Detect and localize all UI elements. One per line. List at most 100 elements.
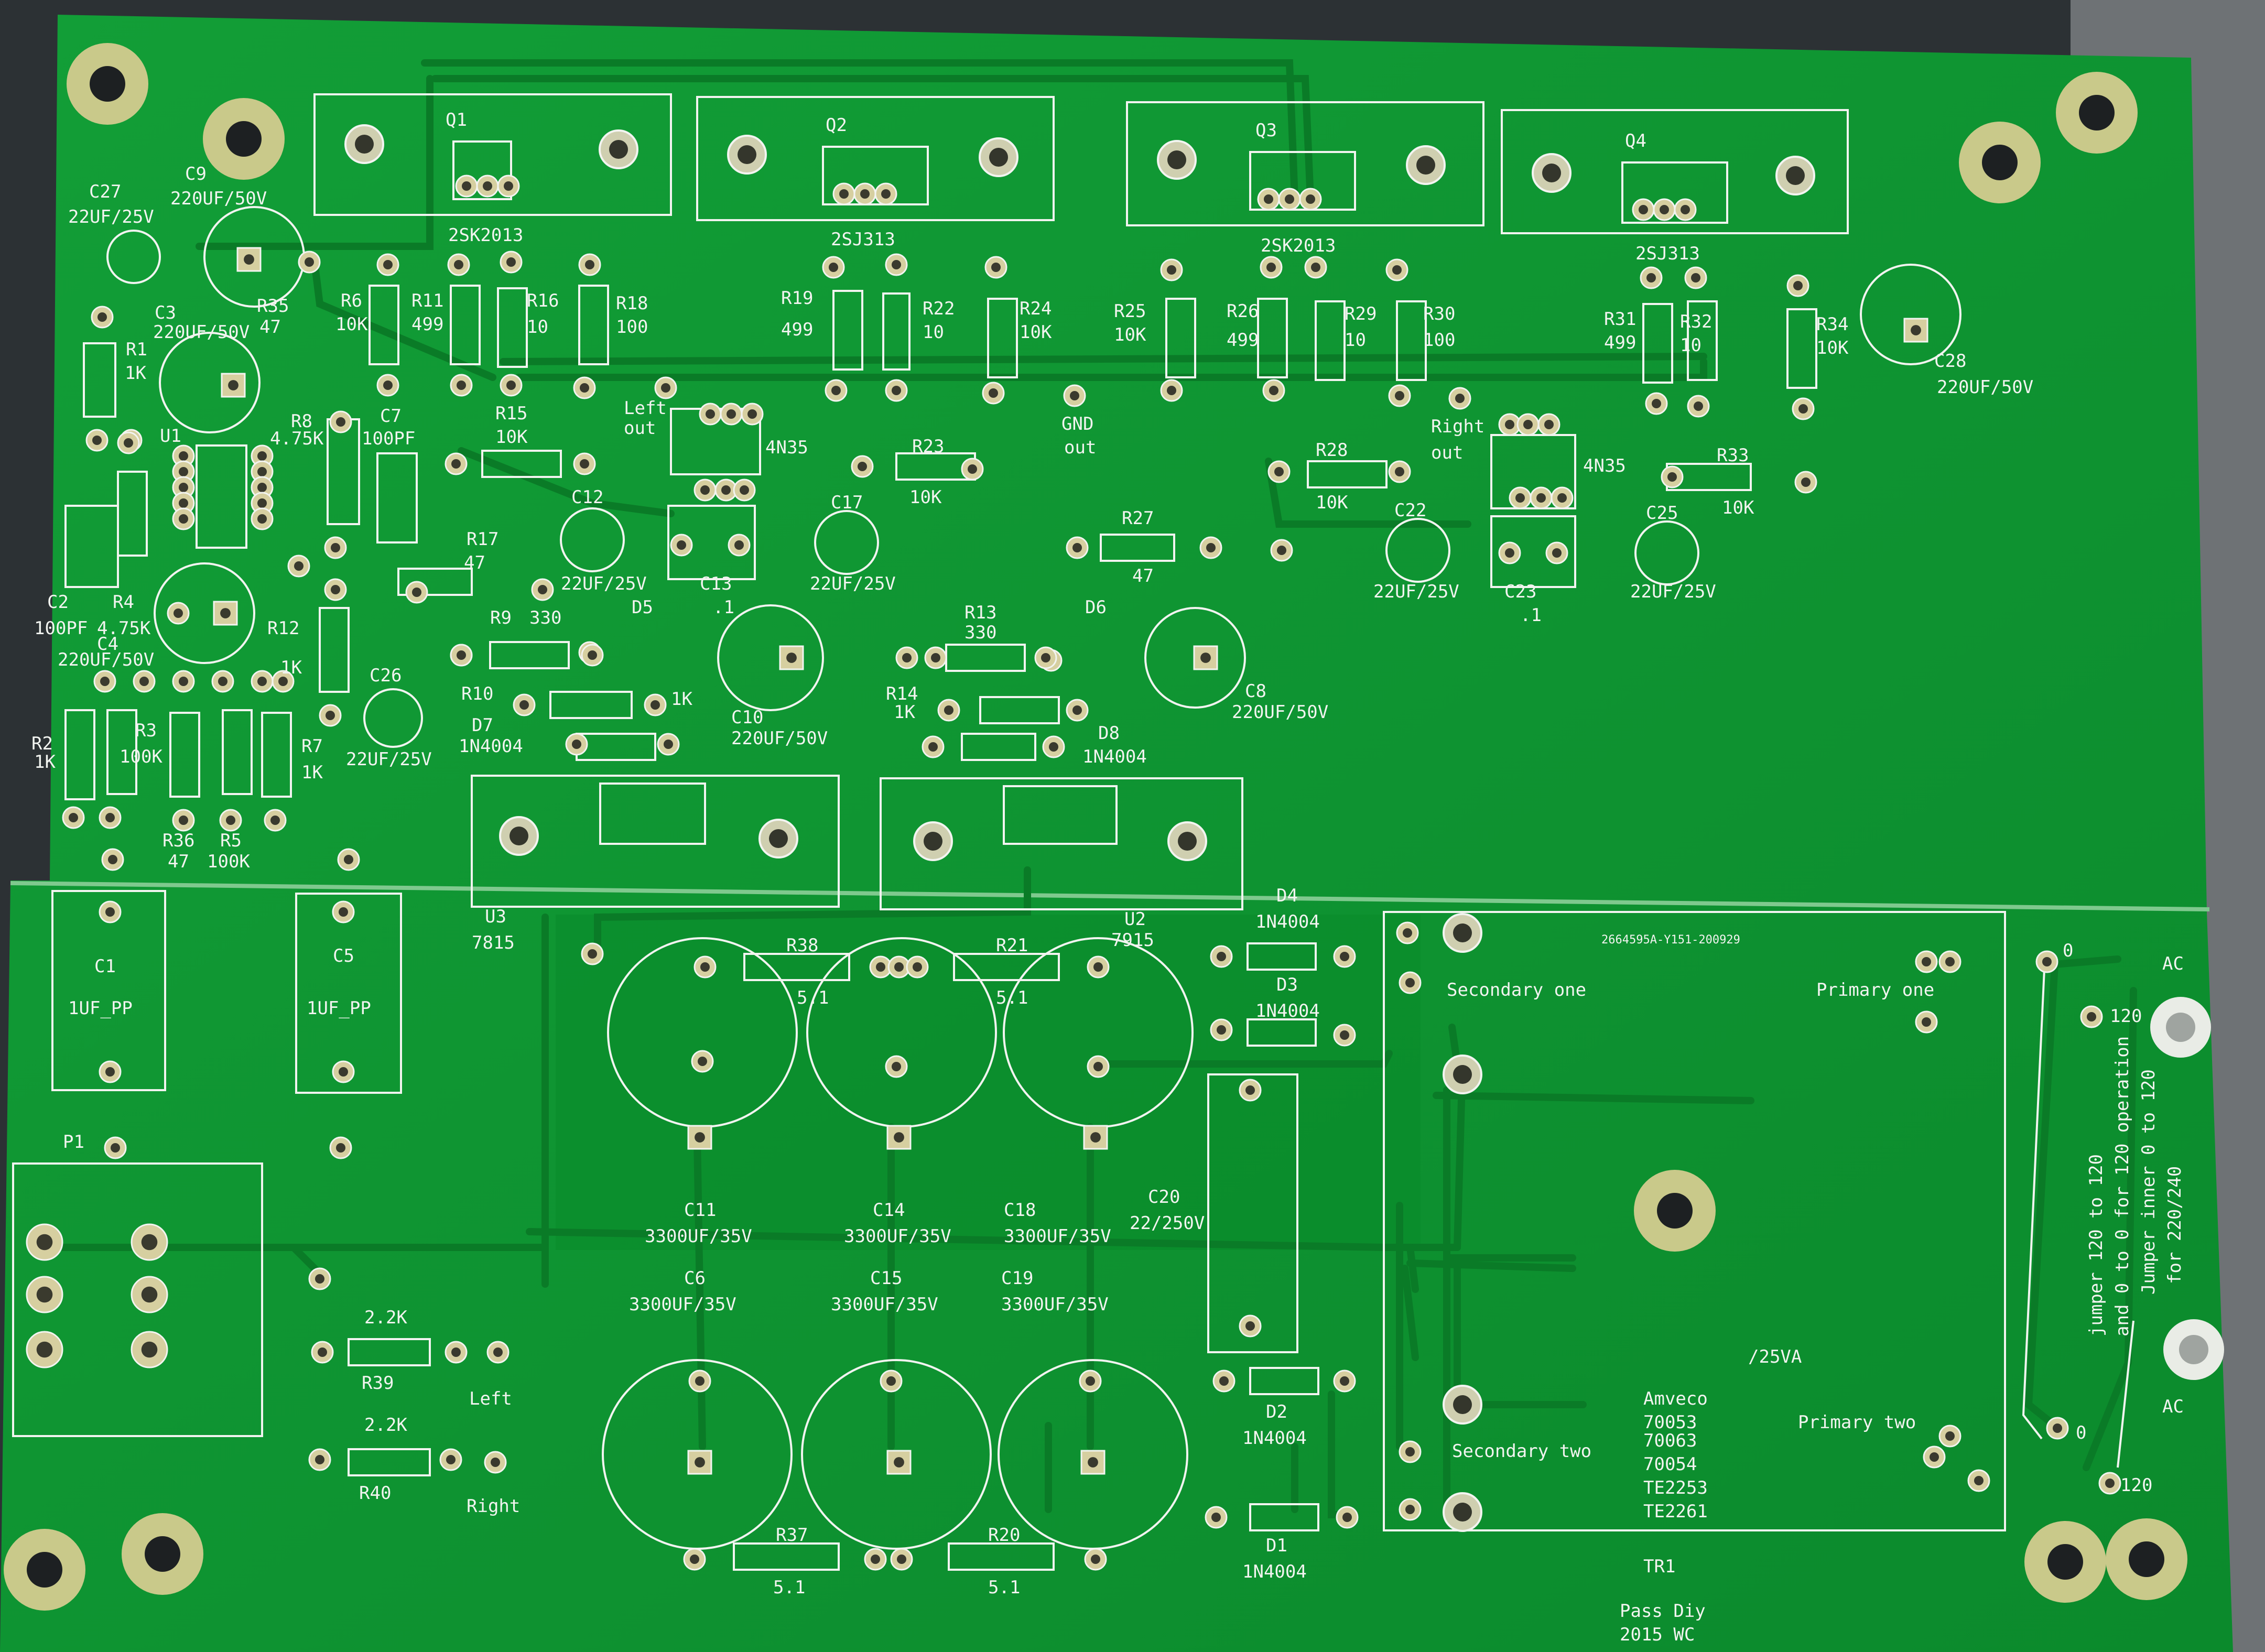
- silk-q4-type: 2SJ313: [1635, 243, 1700, 264]
- pad-hole: [968, 464, 977, 474]
- pad-hole: [124, 438, 133, 448]
- resistor-outline: [882, 292, 911, 371]
- transistor-body: [599, 782, 706, 845]
- pad-hole: [1639, 205, 1648, 214]
- mounting-hole: [226, 121, 262, 157]
- silk-label: .1: [713, 597, 734, 618]
- mains-tap-120-top: 120: [2110, 1006, 2142, 1027]
- pad-hole: [331, 543, 340, 552]
- pad-hole: [944, 705, 953, 715]
- pad-hole: [1311, 263, 1320, 272]
- pad-hole: [141, 1234, 158, 1251]
- silk-label: out: [1064, 437, 1096, 458]
- silk-label: 1K: [894, 702, 915, 723]
- bolt-hole: [924, 832, 942, 851]
- silk-label: 499: [1604, 332, 1636, 353]
- capacitor-outline: [1860, 264, 1961, 365]
- pad-hole: [506, 381, 516, 390]
- resistor-outline: [948, 1542, 1055, 1571]
- pad-hole: [1667, 472, 1677, 482]
- resistor-outline: [397, 568, 473, 596]
- capacitor-outline: [159, 332, 261, 433]
- resistor-outline: [1642, 303, 1673, 384]
- bolt-hole: [738, 145, 756, 164]
- silk-label: C11: [684, 1200, 716, 1221]
- pad-hole: [331, 585, 340, 594]
- resistor-outline: [261, 712, 292, 798]
- silk-label: 47: [464, 552, 485, 573]
- pad-hole: [786, 653, 797, 663]
- pad-hole: [894, 962, 904, 972]
- pad-hole: [305, 257, 314, 267]
- silk-label: C23: [1504, 581, 1536, 602]
- silk-label: C26: [370, 665, 402, 686]
- pad-hole: [1088, 1457, 1098, 1468]
- pad-hole: [179, 451, 188, 461]
- silk-label: out: [1431, 442, 1463, 463]
- pad-hole: [2087, 1012, 2096, 1021]
- silk-q3: Q3: [1255, 120, 1277, 141]
- pad-hole: [519, 700, 529, 710]
- pad-hole: [1974, 1476, 1984, 1485]
- jumper-line: [2022, 969, 2045, 1440]
- credit-line2: 2015 WC: [1620, 1624, 1695, 1645]
- transformer-primary-two: Primary two: [1798, 1412, 1916, 1433]
- pad-hole: [36, 1234, 53, 1251]
- pad-hole: [881, 189, 891, 199]
- pad-hole: [661, 383, 670, 393]
- silk-label: 7815: [472, 932, 515, 953]
- mounting-hole: [2047, 1544, 2083, 1580]
- pad-hole: [257, 451, 267, 461]
- silk-label: 1UF_PP: [68, 998, 133, 1019]
- pad-hole: [1269, 386, 1278, 395]
- silk-label: Right: [1431, 416, 1484, 437]
- pad-hole: [326, 711, 335, 720]
- silk-label: C1: [94, 956, 116, 977]
- silk-label: U3: [485, 906, 506, 927]
- pad-hole: [894, 1457, 904, 1468]
- capacitor-outline: [801, 1359, 992, 1550]
- resistor-outline: [489, 641, 570, 669]
- silk-label: 22UF/25V: [1630, 581, 1716, 602]
- pad-hole: [257, 514, 267, 524]
- bolt-hole: [1453, 923, 1472, 942]
- silk-label: R19: [781, 288, 813, 309]
- pad-hole: [383, 260, 393, 269]
- silk-label: 1N4004: [459, 736, 523, 757]
- silk-label: R39: [362, 1373, 394, 1394]
- resistor-outline: [1165, 298, 1196, 378]
- resistor-outline: [1687, 300, 1718, 381]
- pad-hole: [179, 677, 188, 686]
- pad-hole: [257, 467, 267, 476]
- resistor-outline: [743, 953, 850, 981]
- pad-hole: [462, 181, 471, 191]
- silk-label: R4: [113, 592, 134, 613]
- pad-hole: [700, 962, 710, 972]
- silk-label: R17: [467, 529, 498, 550]
- silk-label: 10K: [1816, 338, 1849, 358]
- pad-hole: [876, 962, 885, 972]
- pad-hole: [721, 485, 731, 495]
- capacitor-outline: [1385, 518, 1450, 583]
- pad-hole: [179, 816, 188, 825]
- mounting-holes: [4, 43, 2224, 1611]
- silk-label: 2.2K: [364, 1415, 407, 1436]
- silk-label: 1K: [34, 752, 56, 773]
- component-outline: [295, 893, 402, 1094]
- silk-label: D5: [632, 597, 653, 618]
- pad-hole: [1217, 952, 1226, 961]
- resistor-outline: [987, 298, 1018, 378]
- capacitor-outline: [1144, 607, 1246, 709]
- pad-hole: [1922, 957, 1931, 966]
- transistor-frame: [471, 775, 840, 908]
- pad-hole: [1167, 265, 1176, 275]
- component-outline: [1490, 434, 1576, 509]
- pad-hole: [1660, 205, 1669, 214]
- resistor-outline: [106, 709, 137, 795]
- pad-hole: [105, 1067, 115, 1077]
- silk-label: 10: [1680, 335, 1702, 356]
- silk-label: R16: [527, 290, 559, 311]
- silk-label: C7: [380, 406, 402, 427]
- silk-label: D1: [1266, 1535, 1287, 1556]
- pad-hole: [457, 381, 466, 390]
